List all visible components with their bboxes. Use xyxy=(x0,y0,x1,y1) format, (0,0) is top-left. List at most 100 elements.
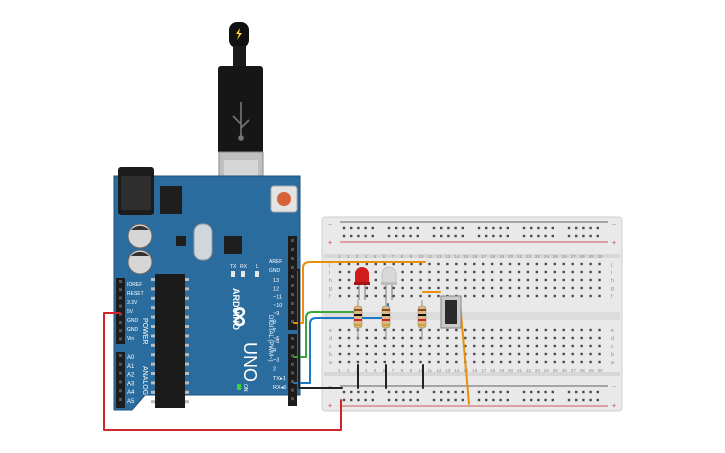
pin-label-d1: 12 xyxy=(273,286,279,292)
led-white[interactable] xyxy=(381,266,397,300)
column-label-top: 20 xyxy=(508,254,514,259)
column-label-bottom: 8 xyxy=(401,368,404,373)
pin-label-3v3: 3.3V xyxy=(127,300,138,306)
row-label-left: i xyxy=(329,270,330,276)
pin-label-d11: 2 xyxy=(273,367,276,373)
column-label-top: 2 xyxy=(347,254,350,259)
wire-blue-pin2[interactable] xyxy=(293,303,389,384)
analog-header xyxy=(116,352,125,408)
column-label-bottom: 25 xyxy=(553,368,559,373)
row-label-left: g xyxy=(329,286,332,292)
pin-label-d0: 13 xyxy=(273,278,279,284)
resistor-1[interactable] xyxy=(353,300,363,340)
column-label-top: 22 xyxy=(526,254,532,259)
wire-orange-pin8[interactable] xyxy=(293,261,426,324)
pin-label-reset: RESET xyxy=(127,291,144,297)
on-led xyxy=(237,384,241,390)
atmega-chip xyxy=(155,274,185,408)
row-label-right: b xyxy=(611,352,614,358)
led-red[interactable] xyxy=(354,267,370,300)
column-label-bottom: 24 xyxy=(544,368,550,373)
pin-label-a0: A0 xyxy=(127,355,135,361)
rail-minus-top-left: − xyxy=(328,222,332,229)
row-label-right: e xyxy=(611,328,614,334)
pin-label-d3: ~10 xyxy=(273,303,282,309)
column-label-bottom: 1 xyxy=(338,368,341,373)
board-model: UNO xyxy=(240,342,260,382)
wire-green-pin7[interactable] xyxy=(293,311,359,358)
row-label-right: c xyxy=(611,344,614,350)
row-label-right: i xyxy=(611,270,612,276)
resistor-2[interactable] xyxy=(381,300,391,340)
column-label-top: 30 xyxy=(598,254,604,259)
column-label-top: 27 xyxy=(571,254,577,259)
pushbutton[interactable] xyxy=(440,295,462,329)
digital-header-lower xyxy=(288,334,297,406)
lightning-icon xyxy=(236,28,242,40)
column-label-top: 16 xyxy=(472,254,478,259)
pin-label-d9: 4 xyxy=(273,348,276,354)
column-label-top: 25 xyxy=(553,254,559,259)
column-label-top: 3 xyxy=(356,254,359,259)
column-label-top: 18 xyxy=(490,254,496,259)
pin-label-gnd-top: GND xyxy=(269,268,281,274)
pin-label-ioref: IOREF xyxy=(127,282,142,288)
pin-label-d4: ~9 xyxy=(273,311,279,317)
pin-label-d6: 7 xyxy=(273,328,276,334)
pin-label-5v: 5V xyxy=(127,309,134,315)
column-label-top: 7 xyxy=(392,254,395,259)
row-label-right: d xyxy=(611,336,614,342)
row-label-left: e xyxy=(329,328,332,334)
row-label-right: a xyxy=(611,360,614,366)
column-label-bottom: 2 xyxy=(347,368,350,373)
usb-icon xyxy=(232,102,250,141)
column-label-bottom: 26 xyxy=(562,368,568,373)
column-label-top: 17 xyxy=(481,254,487,259)
row-label-left: a xyxy=(329,360,332,366)
column-label-bottom: 17 xyxy=(481,368,487,373)
breadboard[interactable]: − + − + − + − + 112233445566778899101011… xyxy=(321,216,623,412)
rx-led-label: RX xyxy=(240,264,248,270)
row-label-left: c xyxy=(329,344,332,350)
pin-label-a3: A3 xyxy=(127,381,135,387)
row-label-left: b xyxy=(329,352,332,358)
column-label-top: 15 xyxy=(463,254,469,259)
column-label-top: 11 xyxy=(428,254,433,259)
column-label-bottom: 9 xyxy=(410,368,413,373)
pin-label-a5: A5 xyxy=(127,399,135,405)
pin-label-a4: A4 xyxy=(127,390,135,396)
board-brand: ARDUINO xyxy=(231,288,241,330)
power-label: POWER xyxy=(141,318,148,344)
column-label-top: 29 xyxy=(589,254,595,259)
pin-label-gnd-1: GND xyxy=(127,318,139,324)
column-label-bottom: 30 xyxy=(598,368,604,373)
column-label-top: 14 xyxy=(454,254,460,259)
pin-label-d13: RX◂0 xyxy=(273,385,286,391)
column-label-bottom: 7 xyxy=(392,368,395,373)
column-label-bottom: 11 xyxy=(428,368,433,373)
pin-label-d12: TX▸1 xyxy=(273,376,286,382)
column-label-bottom: 16 xyxy=(472,368,478,373)
column-label-bottom: 6 xyxy=(383,368,386,373)
column-label-bottom: 19 xyxy=(499,368,505,373)
row-label-right: h xyxy=(611,278,614,284)
column-label-top: 19 xyxy=(499,254,505,259)
pin-label-aref: AREF xyxy=(269,259,282,265)
wire-black-gnd[interactable] xyxy=(293,269,343,389)
l-led-label: L xyxy=(256,264,259,270)
row-label-left: f xyxy=(329,294,331,300)
arduino-board[interactable]: ARDUINO ∞ UNO DIGITAL (PWM~) POWER ANALO… xyxy=(113,167,301,411)
resistor-3[interactable] xyxy=(417,300,427,340)
tx-led-label: TX xyxy=(230,264,237,270)
wire-red-5v[interactable] xyxy=(103,312,342,431)
column-label-bottom: 20 xyxy=(508,368,514,373)
column-label-top: 24 xyxy=(544,254,550,259)
l-led xyxy=(255,271,259,277)
rail-plus-bottom-right: + xyxy=(612,403,616,410)
row-label-left: h xyxy=(329,278,332,284)
power-header xyxy=(116,278,125,344)
column-label-bottom: 18 xyxy=(490,368,496,373)
rail-plus-top-left: + xyxy=(328,240,332,247)
analog-in-label: ANALOG IN xyxy=(141,366,148,404)
